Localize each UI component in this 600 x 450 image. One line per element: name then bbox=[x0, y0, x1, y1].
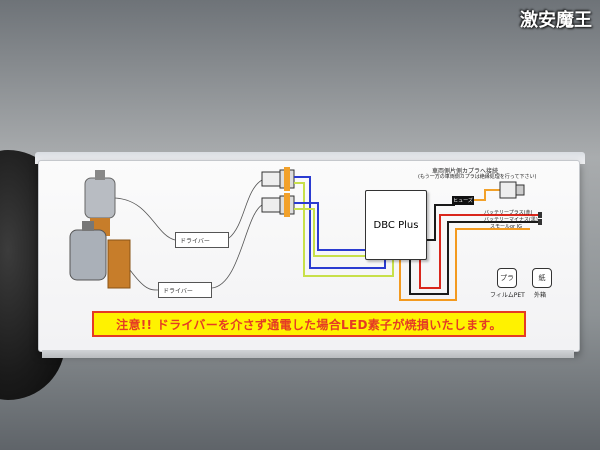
driver-label-1: ドライバー bbox=[180, 237, 210, 245]
caution-text: 注意!! ドライバーを介さず通電した場合LED素子が焼損いたします。 bbox=[116, 317, 502, 332]
module-label: DBC Plus bbox=[373, 219, 419, 231]
caution-banner: 注意!! ドライバーを介さず通電した場合LED素子が焼損いたします。 bbox=[92, 311, 526, 337]
wire-blue-1 bbox=[294, 176, 386, 269]
eco-label-film: フィルムPET bbox=[490, 292, 525, 299]
driver-box-2: ドライバー bbox=[158, 282, 212, 298]
wire-red bbox=[419, 214, 540, 289]
driver-label-2: ドライバー bbox=[163, 287, 193, 295]
terminal-red bbox=[538, 212, 542, 218]
wire-blue-2 bbox=[294, 202, 365, 251]
wire-label-small-ig: スモールor IG bbox=[490, 224, 523, 230]
recycle-pla-icon: プラ bbox=[497, 268, 517, 288]
fuse-tag: ヒューズ bbox=[452, 196, 474, 205]
eco-label-outer-box: 外箱 bbox=[534, 292, 547, 299]
recycle-paper-icon: 紙 bbox=[532, 268, 552, 288]
wire-bulb-driver-1 bbox=[114, 197, 176, 241]
wire-to-coupler bbox=[474, 189, 500, 201]
led-bulb-bottom bbox=[69, 221, 131, 289]
wire-bulb-driver-2 bbox=[129, 269, 159, 291]
wire-driver-socket-2 bbox=[211, 204, 263, 289]
wire-black-2 bbox=[409, 221, 540, 295]
wire-yellow-green-2 bbox=[294, 208, 365, 257]
wire-yellow-green-1 bbox=[294, 182, 394, 277]
wire-driver-socket-1 bbox=[228, 179, 263, 239]
driver-box-1: ドライバー bbox=[175, 232, 229, 248]
wire-black-1 bbox=[425, 204, 455, 241]
fuse-label: ヒューズ bbox=[453, 198, 473, 204]
dbc-plus-module: DBC Plus bbox=[365, 190, 427, 260]
note-line-1: 車両側片側カプラへ接続 bbox=[432, 168, 499, 175]
box-bottom-edge bbox=[42, 350, 574, 358]
socket-bottom bbox=[261, 193, 295, 217]
wire-label-battery-minus: バッテリーマイナス(黒) bbox=[484, 217, 538, 223]
note-line-2: (もう一方の車両側カプラは絶縁処理を行って下さい) bbox=[418, 174, 537, 180]
terminal-black bbox=[538, 219, 542, 225]
wire-orange bbox=[399, 228, 530, 301]
socket-top bbox=[261, 167, 295, 191]
vehicle-coupler bbox=[499, 181, 525, 199]
shop-watermark-logo: 激安魔王 bbox=[520, 10, 592, 31]
wire-label-battery-plus: バッテリープラス(赤) bbox=[484, 210, 533, 216]
